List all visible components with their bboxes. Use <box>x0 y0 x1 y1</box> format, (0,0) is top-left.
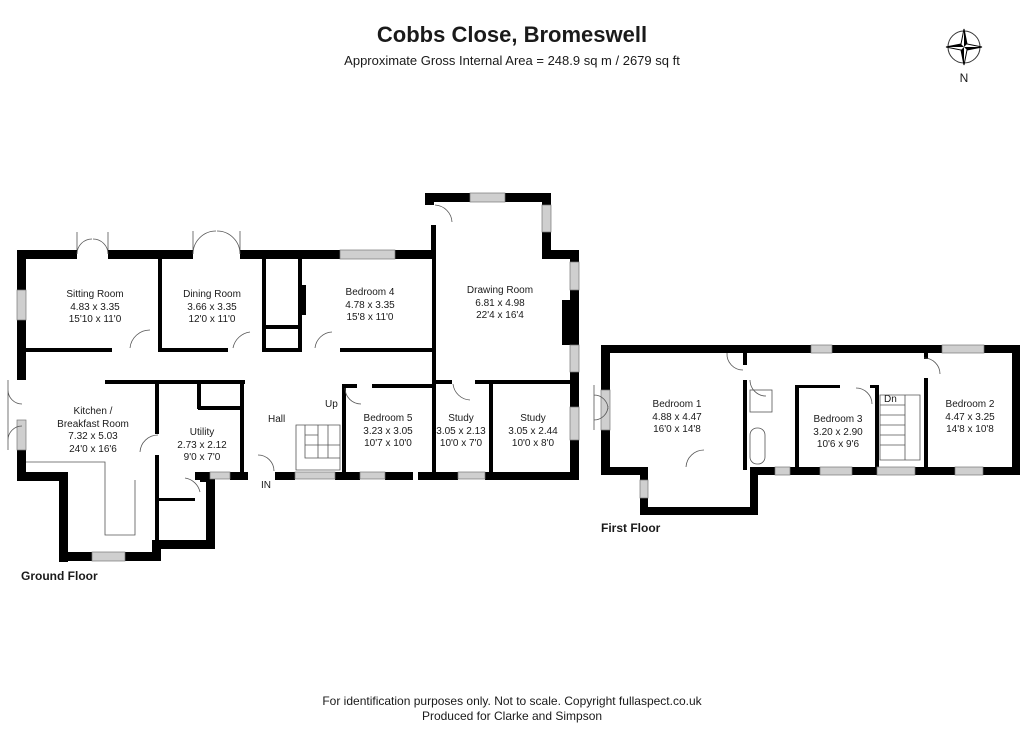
room-metric: 2.73 x 2.12 <box>177 439 227 451</box>
stairs-down-label: Dn <box>884 394 897 405</box>
room-bedroom-5: Bedroom 5 3.23 x 3.05 10'7 x 10'0 <box>363 413 412 451</box>
room-name: Dining Room <box>183 289 241 300</box>
room-name: Utility <box>189 427 215 438</box>
room-metric: 3.66 x 3.35 <box>187 301 237 313</box>
room-imperial: 15'8 x 11'0 <box>346 312 394 323</box>
room-imperial: 10'0 x 7'0 <box>439 438 483 449</box>
room-sitting-room: Sitting Room 4.83 x 3.35 15'10 x 11'0 <box>66 289 123 327</box>
room-imperial: 9'0 x 7'0 <box>183 452 221 463</box>
room-metric: 4.47 x 3.25 <box>945 411 995 423</box>
room-name: Study <box>520 413 546 424</box>
room-bedroom-4: Bedroom 4 4.78 x 3.35 15'8 x 11'0 <box>345 287 394 325</box>
room-metric: 6.81 x 4.98 <box>475 297 525 309</box>
first-floor-label: First Floor <box>601 521 661 535</box>
room-imperial: 12'0 x 11'0 <box>188 314 236 325</box>
room-kitchen-breakfast: Kitchen / Breakfast Room 7.32 x 5.03 24'… <box>57 406 129 456</box>
gross-area-text: Approximate Gross Internal Area = 248.9 … <box>344 53 680 68</box>
compass: N <box>944 27 984 87</box>
room-name: Sitting Room <box>66 289 124 300</box>
north-label: N <box>959 71 969 85</box>
room-imperial: 16'0 x 14'8 <box>653 424 701 435</box>
room-name-line2: Breakfast Room <box>57 418 129 430</box>
hall-label: Hall <box>268 414 286 425</box>
room-imperial: 14'8 x 10'8 <box>946 424 994 435</box>
room-bedroom-2: Bedroom 2 4.47 x 3.25 14'8 x 10'8 <box>945 399 994 437</box>
room-imperial: 24'0 x 16'6 <box>69 443 117 455</box>
plan-title: Cobbs Close, Bromeswell <box>376 22 648 47</box>
room-name: Bedroom 1 <box>652 399 702 410</box>
room-dining-room: Dining Room 3.66 x 3.35 12'0 x 11'0 <box>183 289 241 327</box>
room-metric: 3.23 x 3.05 <box>363 425 413 437</box>
room-imperial: 15'10 x 11'0 <box>68 314 122 325</box>
room-name: Drawing Room <box>466 285 534 296</box>
room-metric: 3.20 x 2.90 <box>813 426 863 438</box>
room-utility: Utility 2.73 x 2.12 9'0 x 7'0 <box>177 427 226 465</box>
room-metric: 4.88 x 4.47 <box>652 411 702 423</box>
room-imperial: 22'4 x 16'4 <box>476 310 524 321</box>
disclaimer-text: For identification purposes only. Not to… <box>322 694 702 708</box>
room-study-1: Study 3.05 x 2.13 10'0 x 7'0 <box>436 413 485 451</box>
room-metric: 4.78 x 3.35 <box>345 299 395 311</box>
room-imperial: 10'6 x 9'6 <box>816 439 860 450</box>
room-bedroom-1: Bedroom 1 4.88 x 4.47 16'0 x 14'8 <box>652 399 701 437</box>
room-name: Kitchen / <box>73 406 113 417</box>
entrance-label: IN <box>261 480 271 491</box>
room-name: Bedroom 5 <box>363 413 413 424</box>
stairs-up-label: Up <box>325 399 338 410</box>
room-name: Bedroom 3 <box>813 414 863 425</box>
room-metric: 3.05 x 2.44 <box>508 425 558 437</box>
room-metric: 3.05 x 2.13 <box>436 425 486 437</box>
compass-rose-icon <box>945 28 983 66</box>
room-name: Bedroom 4 <box>345 287 395 298</box>
room-bedroom-3: Bedroom 3 3.20 x 2.90 10'6 x 9'6 <box>813 414 862 452</box>
room-metric: 4.83 x 3.35 <box>70 301 120 313</box>
room-study-2: Study 3.05 x 2.44 10'0 x 8'0 <box>508 413 557 451</box>
room-imperial: 10'0 x 8'0 <box>511 438 555 449</box>
ground-floor-label: Ground Floor <box>21 569 98 583</box>
room-metric: 7.32 x 5.03 <box>68 431 118 442</box>
room-name: Study <box>448 413 474 424</box>
room-imperial: 10'7 x 10'0 <box>364 438 412 449</box>
producer-text: Produced for Clarke and Simpson <box>421 709 603 723</box>
room-name: Bedroom 2 <box>945 399 995 410</box>
room-drawing-room: Drawing Room 6.81 x 4.98 22'4 x 16'4 <box>467 285 533 323</box>
